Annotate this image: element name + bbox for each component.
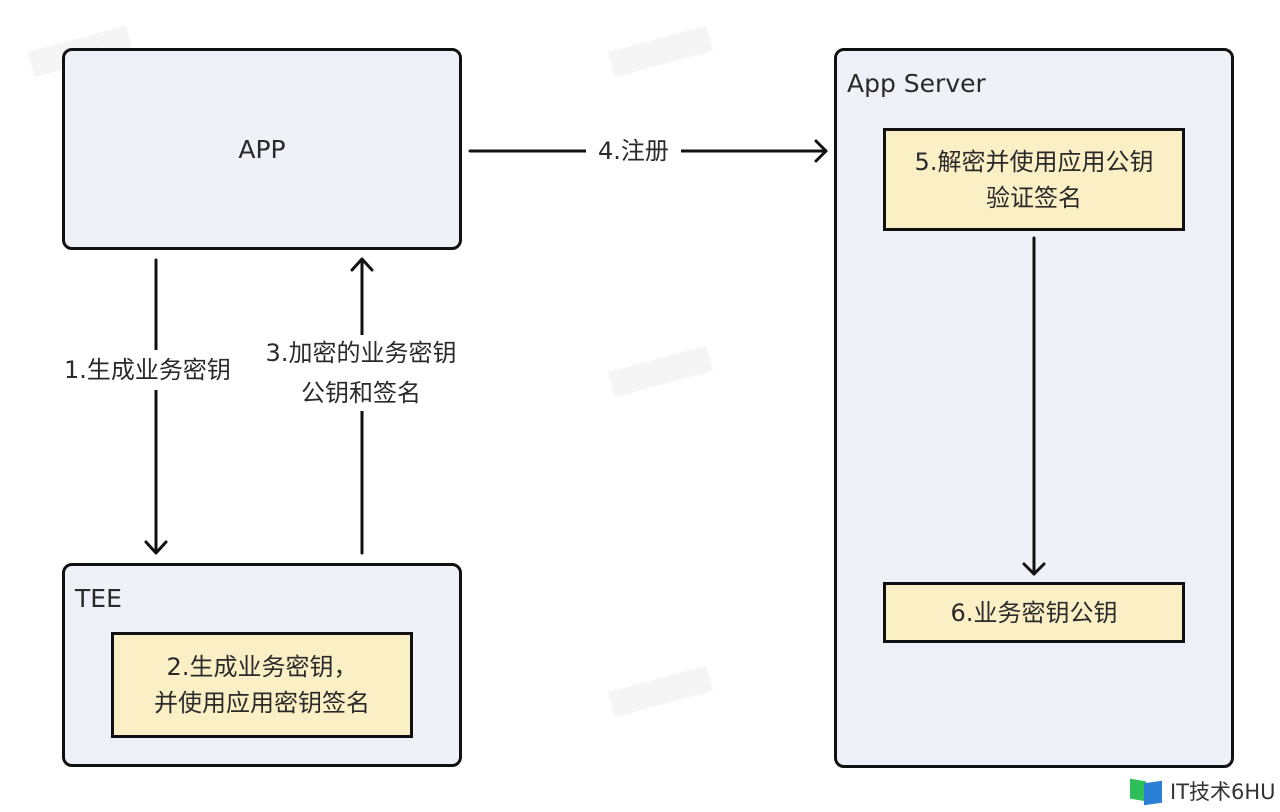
edge-step4-arrowhead: [814, 139, 828, 163]
step-5-line2: 验证签名: [986, 183, 1082, 212]
tee-label: TEE: [75, 584, 122, 613]
edge-step1-label: 1.生成业务密钥: [62, 350, 233, 390]
app-server-label: App Server: [847, 69, 986, 98]
edge-step3-label: 3.加密的业务密钥 公钥和签名: [252, 335, 470, 411]
edge-step3-arrowhead: [350, 257, 374, 272]
step-6-box[interactable]: 6.业务密钥公钥: [883, 582, 1185, 643]
step-5-box[interactable]: 5.解密并使用应用公钥 验证签名: [883, 128, 1185, 231]
edge-5-to-6-arrowhead: [1022, 562, 1046, 576]
brand-logo-icon: [1130, 778, 1164, 806]
edge-step4-label: 4.注册: [586, 133, 681, 169]
step-6-label: 6.业务密钥公钥: [950, 598, 1118, 627]
app-label: APP: [238, 134, 286, 164]
app-node[interactable]: APP: [62, 48, 462, 250]
step-5-line1: 5.解密并使用应用公钥: [914, 147, 1154, 176]
brand-text: IT技术6HU: [1170, 780, 1276, 804]
brand-watermark: IT技术6HU: [1130, 776, 1276, 806]
step-2-box[interactable]: 2.生成业务密钥， 并使用应用密钥签名: [111, 632, 413, 738]
edge-step1-arrowhead: [144, 540, 168, 555]
step-2-line2: 并使用应用密钥签名: [154, 689, 370, 717]
step-2-line1: 2.生成业务密钥，: [166, 653, 358, 681]
edge-step3-line1: 3.加密的业务密钥: [265, 339, 457, 367]
edge-step3-line2: 公钥和签名: [301, 379, 421, 407]
